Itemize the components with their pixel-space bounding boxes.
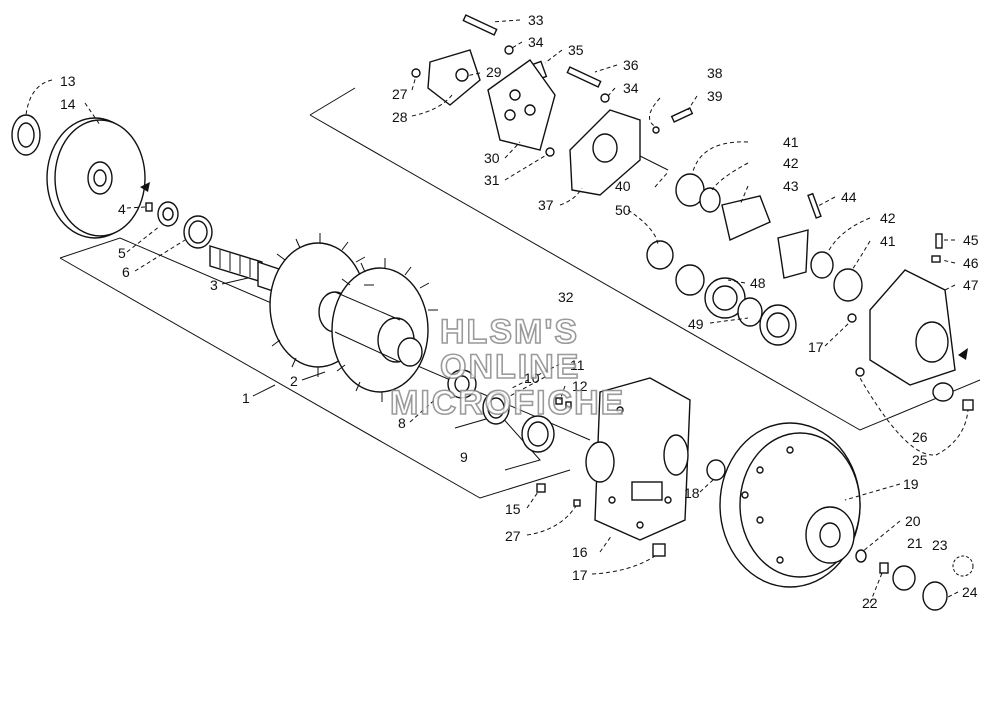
callout-label: 50: [615, 202, 631, 218]
callout-label: 29: [486, 64, 502, 80]
callout-labels: 1 2 3 4 5 6 8 9 10 11 12 13 14 15 16 17 …: [60, 12, 979, 611]
callout-label: 36: [623, 57, 639, 73]
watermark: HLSM'S ONLINE MICROFICHE: [389, 312, 625, 423]
chaincase-housing: [536, 377, 726, 557]
callout-label: 21: [907, 535, 923, 551]
callout-label: 9: [460, 449, 468, 465]
callout-label: 38: [707, 65, 723, 81]
callout-label: 39: [707, 88, 723, 104]
callout-label: 35: [568, 42, 584, 58]
callout-label: 1: [242, 390, 250, 406]
callout-label: 23: [932, 537, 948, 553]
callout-label: 32: [558, 289, 574, 305]
callout-label: 13: [60, 73, 76, 89]
brake-disc: [719, 422, 861, 588]
callout-label: 2: [290, 373, 298, 389]
callout-label: 20: [905, 513, 921, 529]
callout-label: 45: [963, 232, 979, 248]
callout-label: 27: [505, 528, 521, 544]
callout-label: 19: [903, 476, 919, 492]
callout-label: 15: [505, 501, 521, 517]
callout-label: 41: [880, 233, 896, 249]
callout-label: 11: [570, 357, 585, 373]
callout-label: 4: [118, 201, 126, 217]
callout-label: 18: [684, 485, 700, 501]
callout-label: 22: [862, 595, 878, 611]
callout-label: 24: [962, 584, 978, 600]
callout-label: 31: [484, 172, 500, 188]
callout-label: 47: [963, 277, 979, 293]
callout-label: 46: [963, 255, 979, 271]
callout-label: 34: [623, 80, 639, 96]
callout-label: 5: [118, 245, 126, 261]
callout-label: 43: [783, 178, 799, 194]
watermark-line: MICROFICHE: [390, 384, 625, 422]
callout-label: 34: [528, 34, 544, 50]
callout-label: 30: [484, 150, 500, 166]
callout-label: 48: [750, 275, 766, 291]
bearing-seal-stack: [447, 369, 572, 453]
disc-hardware: [855, 549, 974, 611]
leader-lines: [25, 19, 969, 604]
callout-label: 26: [912, 429, 928, 445]
shaft-bearings-left: [145, 201, 213, 249]
callout-label: 6: [122, 264, 130, 280]
callout-label: 14: [60, 96, 76, 112]
callout-label: 27: [392, 86, 408, 102]
callout-label: 37: [538, 197, 554, 213]
brake-caliper-assembly: [411, 14, 974, 411]
callout-label: 40: [615, 178, 631, 194]
callout-label: 25: [912, 452, 928, 468]
callout-label: 17: [808, 339, 824, 355]
driven-clutch-sheave: [11, 114, 150, 239]
callout-label: 44: [841, 189, 857, 205]
callout-label: 12: [572, 378, 588, 394]
callout-label: 16: [572, 544, 588, 560]
callout-label: 17: [572, 567, 588, 583]
callout-label: 28: [392, 109, 408, 125]
callout-label: 33: [528, 12, 544, 28]
track-sprockets: [269, 233, 438, 402]
callout-label: 49: [688, 316, 704, 332]
callout-label: 42: [880, 210, 896, 226]
callout-label: 10: [524, 370, 540, 386]
watermark-line: ONLINE: [440, 348, 580, 386]
callout-label: 42: [783, 155, 799, 171]
callout-label: 3: [210, 277, 218, 293]
callout-label: 8: [398, 415, 406, 431]
watermark-line: HLSM'S: [440, 313, 579, 351]
callout-label: 41: [783, 134, 799, 150]
